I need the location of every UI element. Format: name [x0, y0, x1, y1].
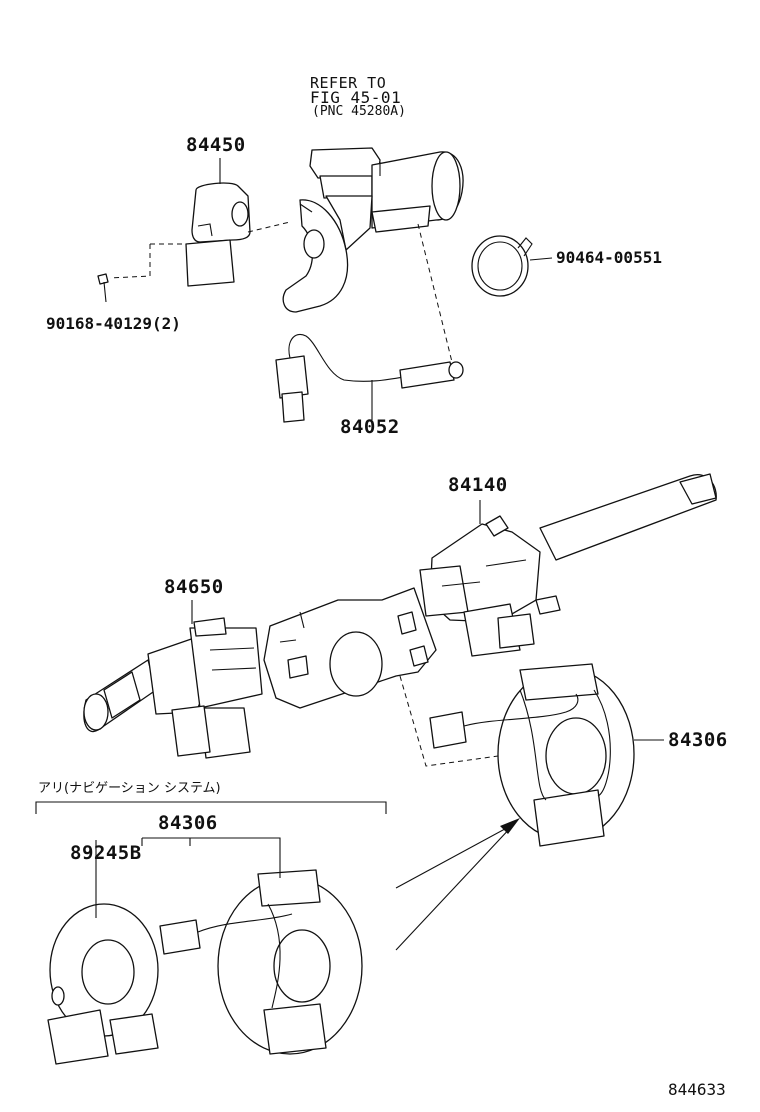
part-number-84650: 84650 [164, 576, 224, 598]
part-89245B-sensor [47, 903, 159, 1065]
column-lock-housing [282, 147, 464, 313]
direction-arrow [395, 818, 520, 951]
part-number-84450: 84450 [186, 134, 246, 156]
part-84306-spiral-cable-lower [159, 869, 363, 1055]
screw-90168 [97, 273, 109, 303]
part-number-84306-right: 84306 [668, 729, 728, 751]
part-84140-wiper-switch [419, 473, 717, 657]
part-number-90168: 90168-40129(2) [46, 314, 181, 333]
refer-note-line2: FIG 45-01 [310, 88, 402, 107]
refer-note-line1: REFER TO [310, 74, 387, 92]
part-number-90464: 90464-00551 [556, 248, 662, 267]
switch-bracket [263, 587, 437, 709]
part-number-84140: 84140 [448, 474, 508, 496]
part-84306-spiral-cable-right [429, 663, 635, 847]
refer-note-line3: (PNC 45280A) [312, 104, 406, 119]
part-number-84052: 84052 [340, 416, 400, 438]
ring-90464 [471, 235, 553, 297]
part-number-89245B: 89245B [70, 842, 142, 864]
harness-84052 [275, 334, 464, 423]
figure-number: 844633 [668, 1080, 726, 1099]
part-number-84306-lower: 84306 [158, 812, 218, 834]
part-84450-ignition-switch [185, 182, 251, 287]
option-note: アリ(ナビゲーション システム) [38, 781, 221, 796]
part-84650-light-switch [83, 617, 263, 759]
leader-lines [35, 158, 664, 918]
